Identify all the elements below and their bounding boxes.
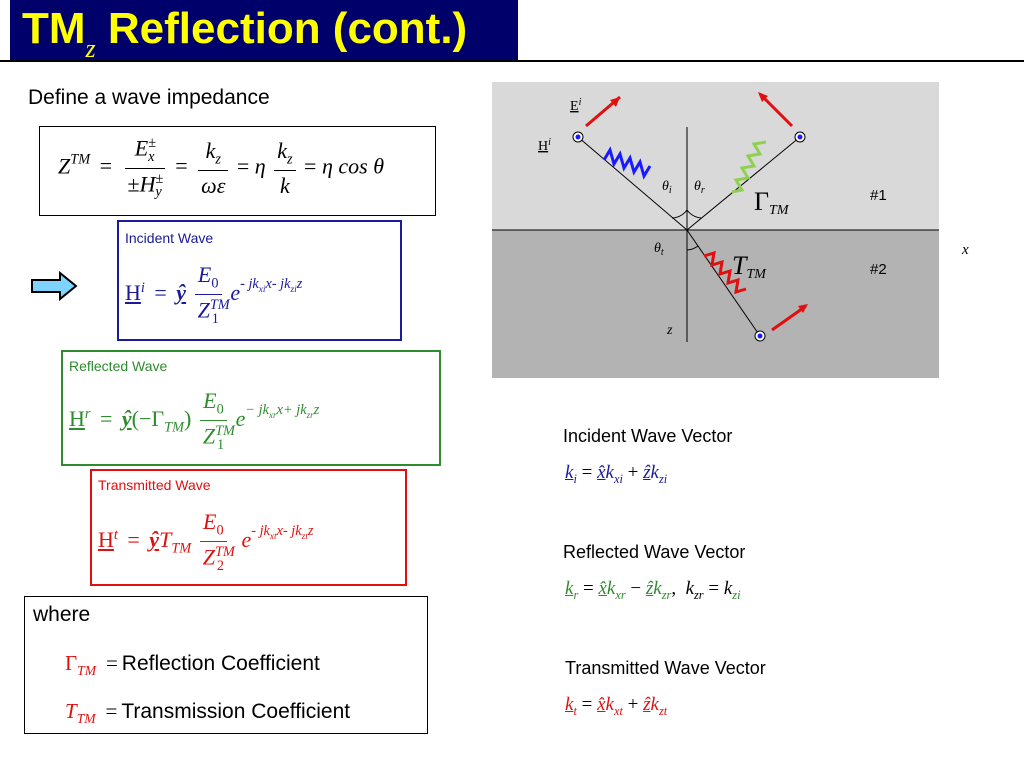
incident-wave-squiggle [602,146,652,180]
where-heading: where [33,603,91,626]
incident-wave-label: Incident Wave [125,230,214,246]
transmitted-ray [686,229,761,337]
gamma-tm-label: ΓTM [754,187,790,218]
reflected-ray [686,136,801,231]
z-axis-label: z [666,323,673,338]
reflected-wave-squiggle [731,140,767,194]
right-arrow-icon [31,270,78,302]
reflected-wave-label: Reflected Wave [69,358,168,374]
reflected-e-arrow [758,92,794,128]
intro-text: Define a wave impedance [28,86,270,109]
incident-ray [577,136,688,231]
region-1 [492,82,939,230]
theta-t-label: θt [654,241,664,258]
transmitted-wave-label: Transmitted Wave [98,477,211,493]
reflection-coefficient-definition: ΓTM =Reflection Coefficient [65,651,320,679]
title-divider [0,60,1024,62]
hi-label: Hi [538,137,551,154]
reflected-vector-equation: kr = x̂kxr − ẑkzr, kzr = kzi [565,578,741,602]
transmitted-vector-label: Transmitted Wave Vector [565,658,766,678]
region-2 [492,230,939,378]
where-box: where ΓTM =Reflection Coefficient TTM =T… [24,596,428,734]
incident-vector-equation: ki = x̂kxi + ẑkzi [565,462,668,486]
x-axis-label: x [962,242,969,258]
reflected-vector-label: Reflected Wave Vector [563,542,746,562]
incident-vector-label: Incident Wave Vector [563,426,733,446]
transmitted-e-arrow [771,304,807,332]
transmitted-wave-squiggle [703,250,747,295]
transmitted-vector-equation: kt = x̂kxt + ẑkzt [565,694,668,718]
theta-r-label: θr [694,179,705,196]
region-2-label: #2 [870,261,887,278]
ei-label: Ei [570,97,582,114]
transmission-coefficient-definition: TTM =Transmission Coefficient [65,699,351,727]
theta-i-label: θi [662,179,672,196]
t-tm-label: TTM [732,251,767,282]
region-1-label: #1 [870,187,887,204]
reflection-diagram: Ei Hi θi θr θt ΓTM TTM #1 #2 z [492,82,939,378]
slide-title: TMz Reflection (cont.) [22,4,468,63]
title-bar [10,0,518,60]
